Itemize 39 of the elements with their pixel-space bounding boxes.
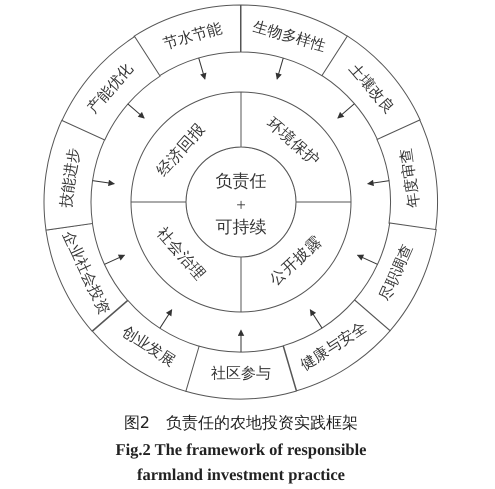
segment-label: 土壤改良 xyxy=(345,61,397,118)
sector-label: 环境保护 xyxy=(263,114,323,170)
arrow xyxy=(104,254,126,265)
segment-label: 健康与安全 xyxy=(298,319,370,374)
sector-label: 社会治理 xyxy=(153,224,208,284)
figure-caption: Fig.2 The framework of responsible farmland investment practice xyxy=(114,439,368,486)
segment-label: 节水节能 xyxy=(161,20,224,54)
ring-segment xyxy=(377,120,438,230)
segment-label: 年度审查 xyxy=(398,146,424,208)
arrow xyxy=(367,180,390,186)
segment-label: 企业社会投资 xyxy=(58,229,112,318)
arrow xyxy=(92,180,115,186)
arrow xyxy=(337,103,355,119)
ring-segment xyxy=(44,120,104,230)
ring-segment xyxy=(241,5,347,76)
ring-segment xyxy=(284,300,390,391)
ring-segment xyxy=(186,346,296,399)
figure-caption: 图2 负责任的农地投资实践框架 xyxy=(122,413,360,433)
arrow xyxy=(310,309,323,329)
segment-label: 创业发展 xyxy=(118,323,178,370)
arrow xyxy=(356,254,378,265)
segment-label: 尽职调查 xyxy=(378,242,418,304)
sector-label: 公开披露 xyxy=(266,232,325,289)
ring-segment xyxy=(92,300,199,391)
segment-label: 产能优化 xyxy=(85,61,137,118)
segment-label: 社区参与 xyxy=(210,366,271,382)
arrow xyxy=(159,309,172,329)
sector-label: 经济回报 xyxy=(154,120,209,180)
ring-segment xyxy=(134,5,240,76)
arrow xyxy=(198,58,206,80)
arrow xyxy=(276,58,284,80)
arrow xyxy=(238,329,244,352)
segment-label: 生物多样性 xyxy=(251,18,328,56)
ring-segment xyxy=(62,36,160,140)
center-label: 负责任 xyxy=(216,172,266,192)
segment-label: 技能进步 xyxy=(58,146,84,208)
arrow xyxy=(127,103,145,119)
center-label: + xyxy=(236,196,246,216)
center-label: 可持续 xyxy=(216,218,266,238)
